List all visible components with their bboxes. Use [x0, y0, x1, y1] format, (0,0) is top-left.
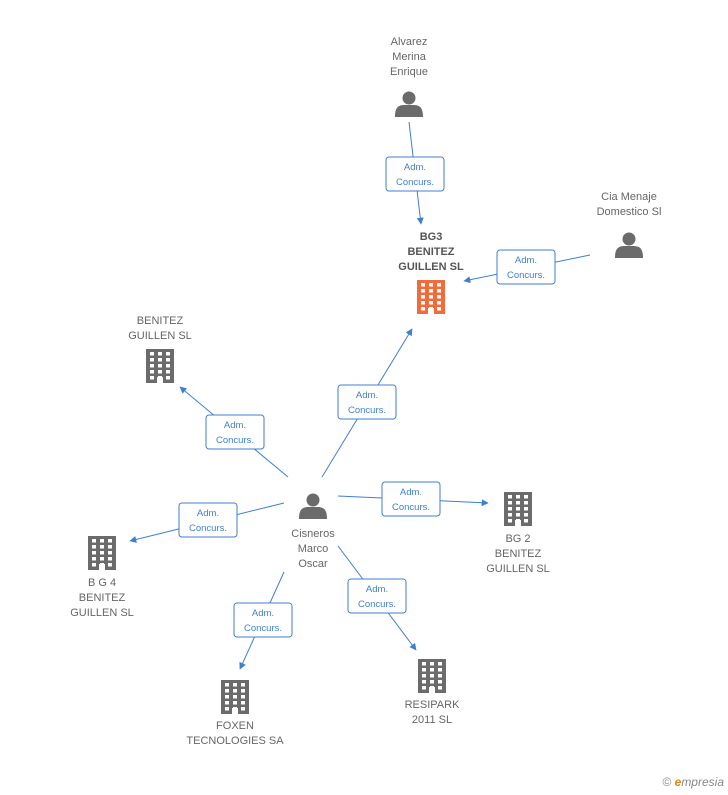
person-icon [395, 91, 423, 117]
relation-label-line: Adm. [366, 584, 388, 595]
relation-label-line: Adm. [224, 420, 246, 431]
node-resipark[interactable]: RESIPARK 2011 SL [405, 659, 460, 726]
copyright-symbol: © [662, 775, 672, 789]
node-label-line: BG 2 [505, 533, 530, 545]
node-label-line: GUILLEN SL [128, 330, 192, 342]
relation-badge-cia-bg3[interactable]: Adm. Concurs. [496, 249, 556, 285]
person-icon [299, 493, 327, 519]
node-label-line: GUILLEN SL [486, 563, 550, 575]
relation-label-line: Concurs. [348, 405, 386, 416]
relation-badge-box [347, 578, 407, 614]
relation-badge-box [205, 414, 265, 450]
node-label-line: Merina [392, 51, 427, 63]
relation-badge-box [496, 249, 556, 285]
node-label-line: Cia Menaje [601, 191, 657, 203]
relation-label-line: Adm. [356, 390, 378, 401]
relation-badge-box [385, 156, 445, 192]
relation-badge-box [233, 602, 293, 638]
node-label-line: GUILLEN SL [398, 261, 464, 273]
relation-label-line: Adm. [515, 255, 537, 266]
relation-label-line: Concurs. [392, 502, 430, 513]
relation-label-line: Adm. [404, 162, 426, 173]
relation-badge-alvarez-bg3[interactable]: Adm. Concurs. [385, 156, 445, 192]
node-label-line: Enrique [390, 66, 428, 78]
badges-layer: Adm.Concurs.Adm.Concurs.Adm.Concurs.Adm.… [178, 156, 556, 638]
brand-logo-text: mpresia [681, 775, 724, 789]
node-label-line: Domestico Sl [597, 206, 662, 218]
relation-badge-box [381, 481, 441, 517]
node-label-line: 2011 SL [412, 714, 452, 726]
relation-label-line: Concurs. [358, 599, 396, 610]
brand-footer: © empresia [662, 775, 724, 789]
building-icon [418, 659, 446, 693]
relation-label-line: Adm. [197, 508, 219, 519]
node-bg2[interactable]: BG 2 BENITEZ GUILLEN SL [486, 492, 550, 575]
relation-label-line: Concurs. [507, 270, 545, 281]
node-label-line: B G 4 [88, 577, 116, 589]
relation-badge-cisneros-bg2[interactable]: Adm. Concurs. [381, 481, 441, 517]
brand-logo-initial: e [674, 775, 682, 789]
person-icon [615, 232, 643, 258]
relation-badge-cisneros-foxen[interactable]: Adm. Concurs. [233, 602, 293, 638]
node-label-line: FOXEN [216, 720, 254, 732]
relation-label-line: Adm. [252, 608, 274, 619]
node-label-line: Oscar [298, 558, 328, 570]
node-label-line: RESIPARK [405, 699, 460, 711]
building-icon [221, 680, 249, 714]
node-foxen[interactable]: FOXEN TECNOLOGIES SA [186, 680, 284, 747]
relation-badge-cisneros-resipark[interactable]: Adm. Concurs. [347, 578, 407, 614]
relation-badge-cisneros-bg4[interactable]: Adm. Concurs. [178, 502, 238, 538]
building-icon [504, 492, 532, 526]
relation-badge-cisneros-benitez[interactable]: Adm. Concurs. [205, 414, 265, 450]
building-icon [88, 536, 116, 570]
node-bg4[interactable]: B G 4 BENITEZ GUILLEN SL [70, 536, 134, 619]
relation-label-line: Concurs. [216, 435, 254, 446]
node-label-line: TECNOLOGIES SA [186, 735, 284, 747]
relation-badge-box [178, 502, 238, 538]
node-label-line: Alvarez [391, 36, 428, 48]
relation-label-line: Concurs. [244, 623, 282, 634]
building-icon [146, 349, 174, 383]
building-icon [417, 280, 445, 314]
node-label-line: GUILLEN SL [70, 607, 134, 619]
node-label-line: BENITEZ [79, 592, 126, 604]
relation-label-line: Concurs. [396, 177, 434, 188]
relation-label-line: Adm. [400, 487, 422, 498]
relation-badge-box [337, 384, 397, 420]
node-label-line: BG3 [420, 231, 443, 243]
node-label-line: Cisneros [291, 528, 335, 540]
relation-badge-cisneros-bg3[interactable]: Adm. Concurs. [337, 384, 397, 420]
node-benitez[interactable]: BENITEZ GUILLEN SL [128, 315, 192, 383]
node-label-line: Marco [298, 543, 329, 555]
node-label-line: BENITEZ [495, 548, 542, 560]
node-label-line: BENITEZ [137, 315, 184, 327]
relation-label-line: Concurs. [189, 523, 227, 534]
node-label-line: BENITEZ [407, 246, 454, 258]
